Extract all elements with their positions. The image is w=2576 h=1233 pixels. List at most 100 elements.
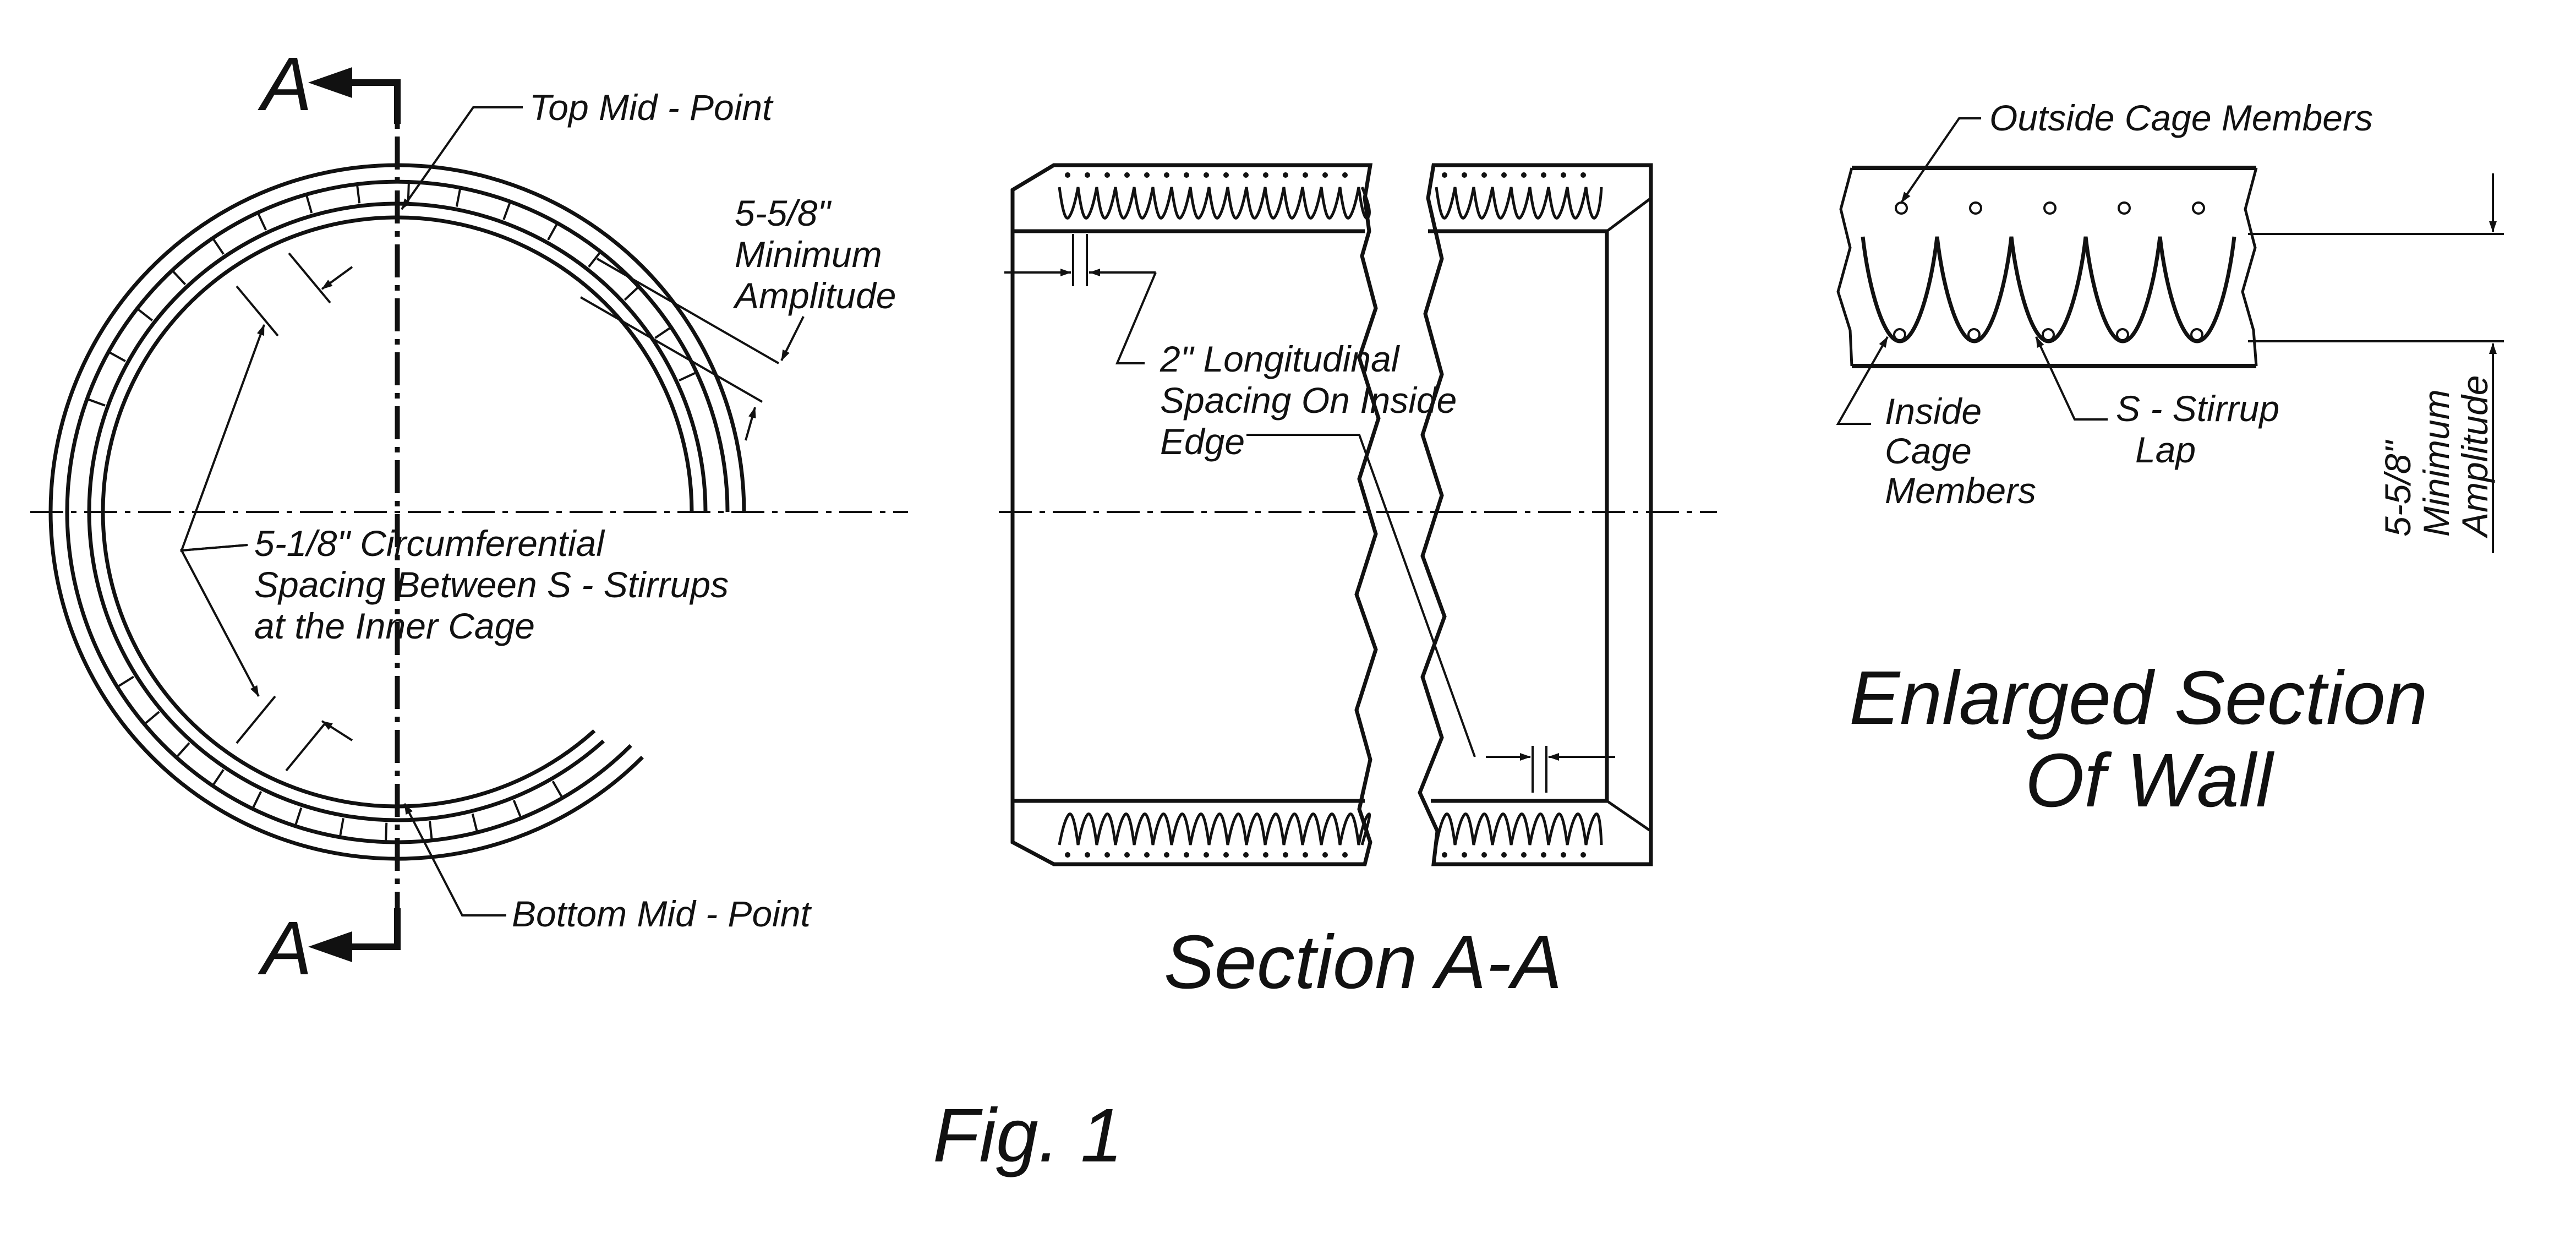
section-letter-top: A [258,42,312,127]
cage-dot [1124,172,1130,178]
inside-cage-member [2042,328,2055,341]
ring-inner-1 [87,201,708,822]
cage-dot [1442,852,1447,858]
cage-dot [1283,172,1288,178]
stirrup-tick [88,398,106,407]
ring-amplitude-dimension [580,258,805,441]
top-midpoint-leader [401,106,523,210]
cage-dot [1303,852,1308,858]
cage-dot [1322,852,1328,858]
stirrup-tick [109,351,126,362]
cage-dot [1223,852,1229,858]
outside-cage-member [2118,201,2131,215]
cage-dot [1204,172,1209,178]
section-right-piece [1418,163,1653,866]
concrete-ring [48,163,746,861]
section-wall-reinforcement [1058,172,1603,858]
inside-cage-member [1967,328,1981,341]
stirrup-tick [455,189,461,207]
circumferential-spacing-dimension [179,252,353,772]
outside-cage-member [1969,201,1982,215]
cage-dot [1541,852,1546,858]
top-right-stirrup-wave [1435,187,1603,220]
top-left-stirrup-wave [1058,187,1371,220]
section-letter-bottom: A [258,906,312,991]
s-stirrup [1861,236,2236,343]
stirrup-tick [471,813,478,831]
enlarged-amplitude-label: 5-5/8" Minimum Amplitude [2377,375,2495,539]
cage-dot [1521,172,1527,178]
stirrup-lap-label: S - Stirrup Lap [2116,388,2289,470]
bottom-left-stirrup-wave [1058,812,1371,845]
ring-view: A A Top Mid - Point Bottom Mid - Point 5… [30,42,908,991]
stirrup-tick [547,223,558,241]
inside-cage-member [2190,328,2203,341]
section-mark-bottom: A [258,906,401,991]
cage-dot [1263,172,1268,178]
top-midpoint-label: Top Mid - Point [529,87,774,128]
stirrup-tick [356,186,361,204]
cage-dot [1263,852,1268,858]
stirrup-tick [212,769,225,785]
outside-cage-label: Outside Cage Members [1989,97,2373,138]
cage-dot [1322,172,1328,178]
cage-dot [1283,852,1288,858]
cage-dot [1342,852,1348,858]
enlarged-stirrup-wave [1861,201,2236,343]
cage-dot [1561,172,1566,178]
stirrup-tick [294,807,303,825]
stirrup-tick [172,271,187,286]
section-view: 2" Longitudinal Spacing On Inside Edge S… [999,163,1717,1005]
cage-dot [1481,852,1487,858]
cage-dot [1481,172,1487,178]
stirrup-tick [654,327,671,339]
figure-label: Fig. 1 [933,1093,1123,1178]
cage-dot [1442,172,1447,178]
stirrup-tick [305,195,313,214]
inside-cage-label: Inside Cage Members [1885,391,2036,511]
cage-dot [1303,172,1308,178]
stirrup-tick [138,308,154,321]
section-mark-top: A [258,42,401,127]
cage-dot [1184,852,1189,858]
ring-outer-1 [48,163,746,861]
stirrup-tick [118,675,134,688]
enlarged-view: 5-5/8" Minimum Amplitude Outside Cage Me… [1836,97,2504,823]
cage-dot [1462,172,1467,178]
cage-dot [1501,852,1507,858]
cage-dot [1085,852,1090,858]
cage-dot [1144,172,1150,178]
cage-dot [1124,852,1130,858]
cage-dot [1580,172,1586,178]
stirrup-tick [512,800,522,817]
cage-dot [1342,172,1348,178]
cage-dot [1243,852,1249,858]
section-left-piece [1010,163,1381,866]
cage-dot [1204,852,1209,858]
cage-dot [1184,172,1189,178]
stirrup-tick [679,372,696,382]
cage-dot [1541,172,1546,178]
cage-dot [1521,852,1527,858]
outside-cage-member [1895,201,1908,215]
bottom-right-stirrup-wave [1435,812,1603,845]
stirrup-tick [339,818,344,836]
cage-dot [1104,172,1110,178]
stirrup-tick [429,821,433,839]
cage-dot [1501,172,1507,178]
cage-dot [1462,852,1467,858]
stirrup-tick [624,287,638,301]
section-caption: Section A-A [1164,920,1562,1005]
ring-amplitude-label: 5-5/8" Minimum Amplitude [732,193,896,316]
outside-cage-member [2043,201,2057,215]
cage-dot [1144,852,1150,858]
stirrup-tick [588,252,601,268]
inside-cage-member [2116,328,2129,341]
cage-dot [1580,852,1586,858]
cage-dot [1561,852,1566,858]
ring-inner-2 [101,215,694,809]
stirrup-tick [212,238,225,255]
cage-dot [1164,852,1169,858]
cage-dot [1065,172,1070,178]
